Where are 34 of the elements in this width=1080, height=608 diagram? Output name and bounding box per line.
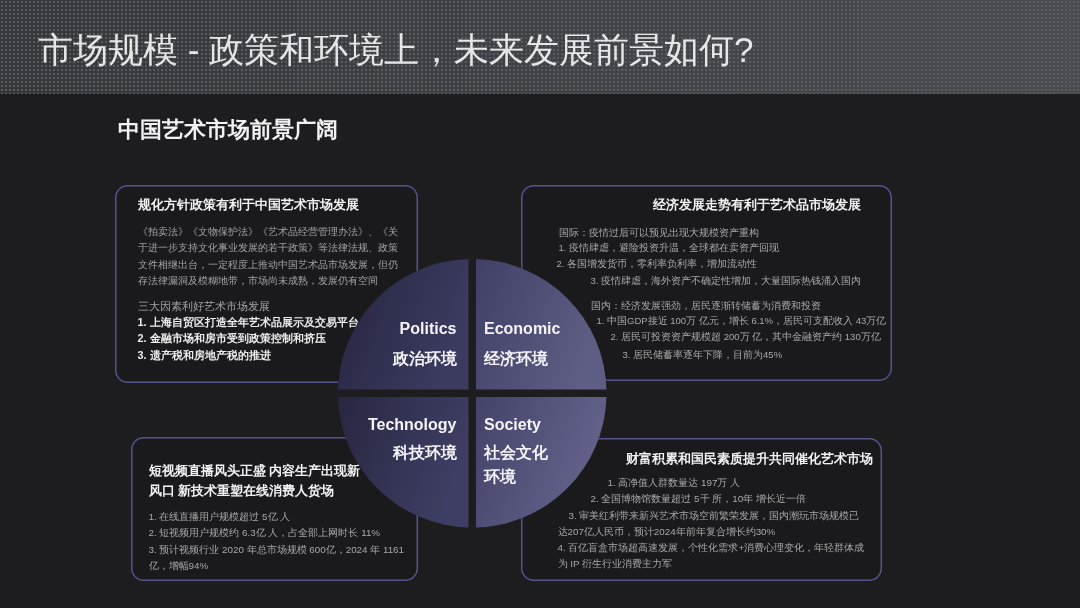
card-heading: 财富积累和国民素质提升共同催化艺术市场: [625, 449, 873, 468]
list-item: 3. 遗产税和房地产税的推进: [137, 347, 271, 363]
list-item: 2. 全国博物馆数量超过 5千 所，10年 增长近一倍: [590, 491, 806, 506]
section-heading: 三大因素利好艺术市场发展: [137, 298, 270, 314]
list-item: 4. 百亿盲盒市场超高速发展，个性化需求+消费心理变化，年轻群体成为 IP 衍生行业消费主力军: [557, 540, 866, 571]
segment-subtitle: 政治环境: [392, 349, 457, 369]
section-heading: 国际：疫情过后可以预见出现大规模资产重构: [558, 225, 759, 240]
segment-title: Society: [484, 415, 541, 435]
segment-title: Economic: [484, 319, 561, 339]
list-item: 1. 疫情肆虐，避险投资升温，全球都在卖资产回现: [558, 240, 780, 255]
section-heading: 国内：经济发展强劲，居民逐渐转储蓄为消费和投资: [590, 298, 821, 313]
list-item: 2. 各国增发货币，零利率负利率，增加流动性: [556, 256, 758, 271]
card-paragraph: 《拍卖法》《文物保护法》《艺术品经营管理办法》、《关于进一步支持文化事业发展的若干政策》等法律法规、政策文件相继出台，一定程度上推动中国艺术品市场发展，但仍存法律漏洞及模糊地带，市场尚未成熟，发展仍有空间: [137, 224, 399, 288]
list-item: 1. 高净值人群数量达 197万 人: [607, 475, 741, 490]
segment-title: Politics: [399, 319, 457, 339]
segment-subtitle: 经济环境: [484, 349, 548, 369]
segment-subtitle: 社会文化环境: [484, 443, 549, 487]
card-heading: 经济发展走势有利于艺术品市场发展: [652, 195, 861, 214]
list-item: 3. 审美红利带来新兴艺术市场空前繁荣发展，国内潮玩市场规模已达207亿人民币，预计2024年前年复合增长约30%: [557, 508, 861, 539]
list-item: 3. 居民储蓄率逐年下降，目前为45%: [622, 347, 783, 362]
slide-subtitle: 中国艺术市场前景广阔: [118, 117, 338, 143]
list-item: 2. 居民可投资资产规模超 200万 亿，其中金融资产约 130万亿: [610, 329, 881, 344]
card-heading: 规化方针政策有利于中国艺术市场发展: [137, 195, 359, 214]
list-item: 2. 金融市场和房市受到政策控制和挤压: [137, 330, 326, 346]
list-item: 1. 在线直播用户规模超过 5亿 人: [148, 509, 291, 524]
slide-title: 市场规模 - 政策和环境上，未来发展前景如何?: [38, 29, 754, 71]
segment-title: Technology: [367, 415, 457, 435]
list-item: 3. 疫情肆虐，海外资产不确定性增加，大量国际热钱涌入国内: [590, 273, 862, 288]
list-item: 2. 短视频用户规模约 6.3亿 人，占全部上网时长 11%: [148, 525, 381, 540]
card-heading: 短视频直播风头正盛 内容生产出现新风口 新技术重塑在线消费人货场: [148, 461, 362, 500]
list-item: 1. 中国GDP接近 100万 亿元，增长 6.1%，居民可支配收入 43万亿: [596, 313, 887, 328]
list-item: 3. 预计视频行业 2020 年总市场规模 600亿，2024 年 1161亿，增幅94%: [148, 542, 405, 573]
segment-subtitle: 科技环境: [392, 443, 457, 463]
list-item: 1. 上海自贸区打造全年艺术品展示及交易平台: [137, 314, 359, 330]
